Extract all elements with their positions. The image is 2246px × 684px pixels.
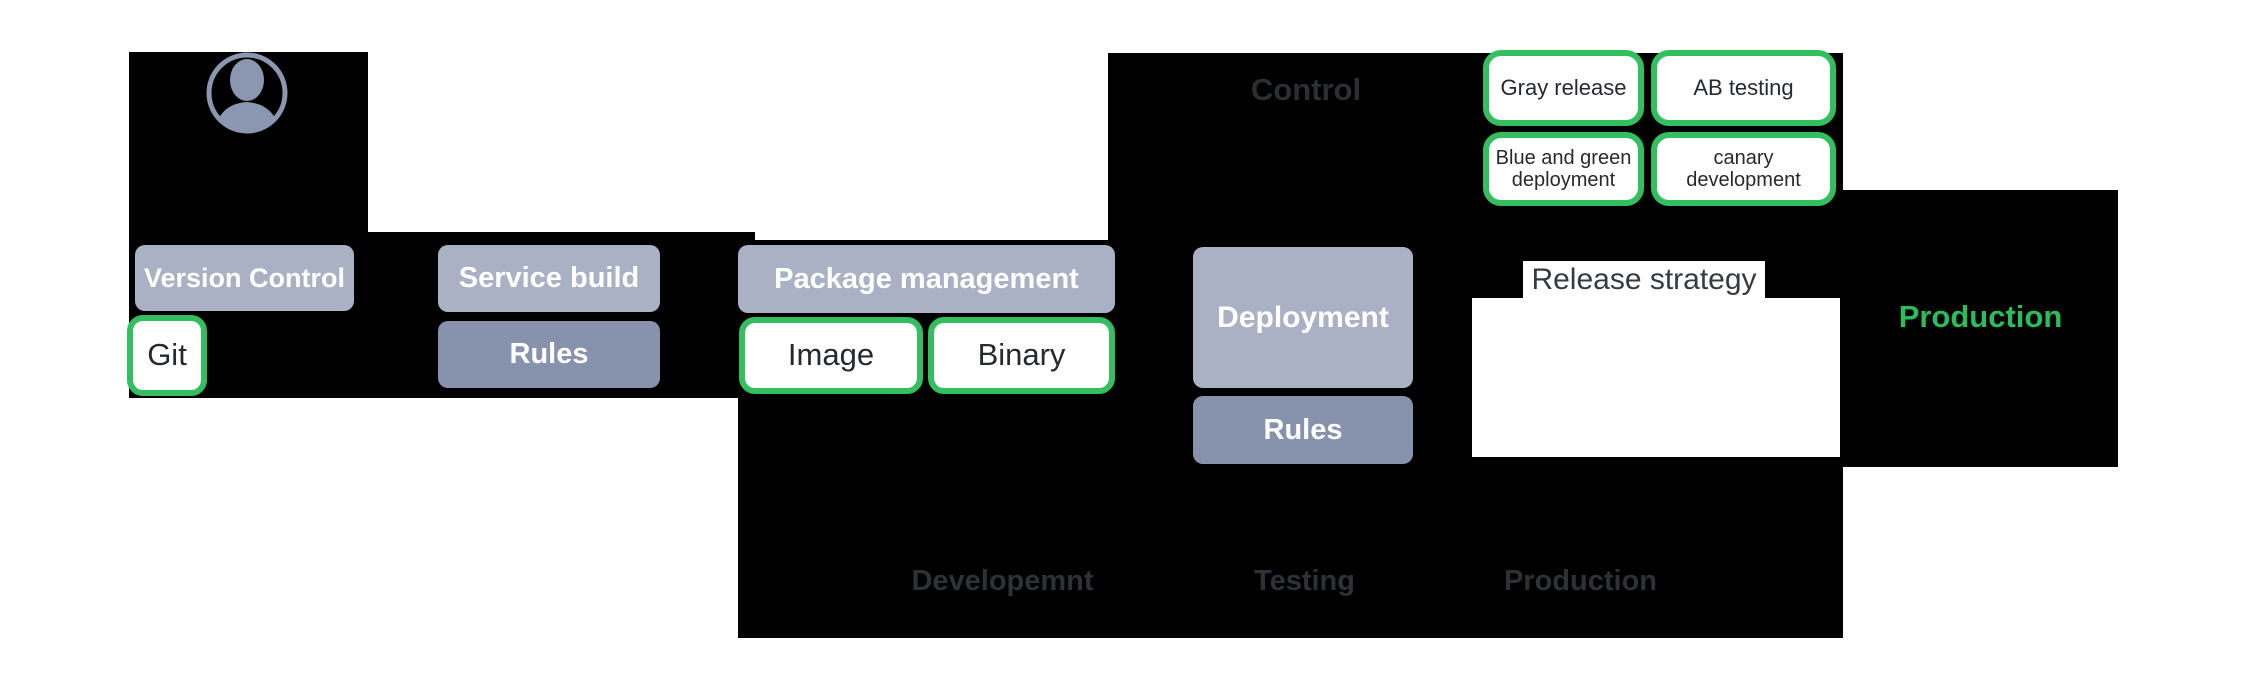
deploy-rules-button[interactable]: Rules [1193,396,1413,464]
binary-chip[interactable]: Binary [928,317,1115,394]
git-chip[interactable]: Git [127,315,207,396]
ab-testing-chip[interactable]: AB testing [1651,50,1836,126]
production-label: Production [1898,299,2063,334]
stage-label-testing: Testing [1254,564,1355,597]
gray-release-chip[interactable]: Gray release [1483,50,1644,126]
control-section-label: Control [1250,72,1362,107]
blue-green-deployment-chip[interactable]: Blue and green deployment [1483,132,1644,206]
user-avatar-icon [206,52,288,134]
release-strategy-label: Release strategy [1523,261,1765,298]
stage-label-production: Production [1503,564,1658,597]
image-chip[interactable]: Image [739,317,923,394]
service-build-button[interactable]: Service build [438,245,660,312]
release-strategy-panel [1472,298,1840,457]
deployment-button[interactable]: Deployment [1193,247,1413,388]
build-rules-button[interactable]: Rules [438,321,660,388]
version-control-button[interactable]: Version Control [135,245,354,311]
canary-development-chip[interactable]: canary development [1651,132,1836,206]
block-production [1843,190,2118,467]
stage-label-development: Developemnt [911,564,1094,597]
package-management-button[interactable]: Package management [738,245,1115,313]
